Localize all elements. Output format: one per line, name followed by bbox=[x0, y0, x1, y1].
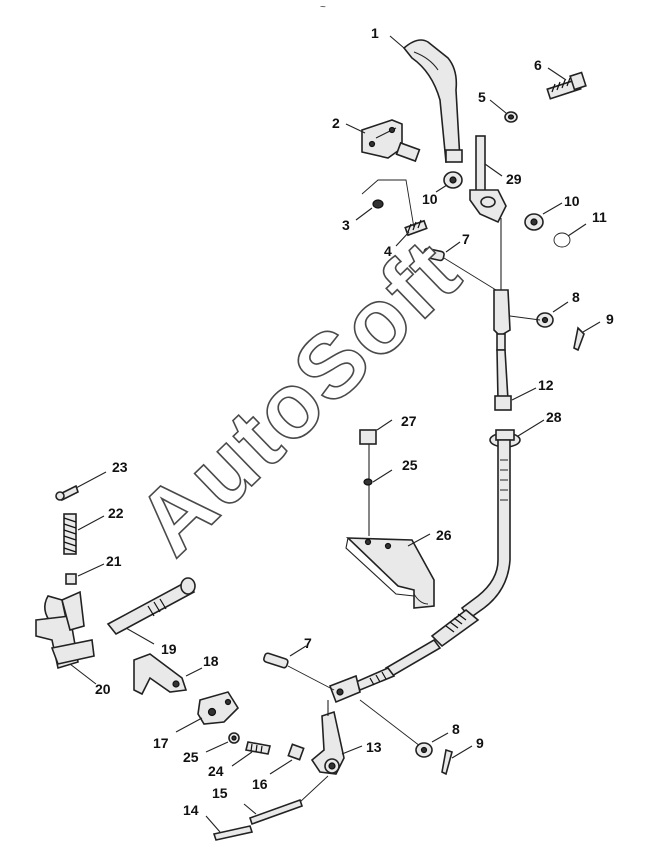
callout-15: 15 bbox=[212, 785, 228, 801]
pivot-rod bbox=[469, 135, 507, 224]
shift-cable bbox=[354, 349, 521, 692]
callout-5: 5 bbox=[478, 89, 486, 105]
nut-25-lower bbox=[228, 732, 240, 744]
callout-1: 1 bbox=[371, 25, 379, 41]
screw-23 bbox=[55, 484, 79, 502]
callout-12: 12 bbox=[538, 377, 554, 393]
nut-3 bbox=[372, 199, 384, 209]
washer-10b bbox=[524, 213, 544, 231]
callout-13: 13 bbox=[366, 739, 382, 755]
callout-11: 11 bbox=[592, 209, 607, 225]
mount-bracket bbox=[361, 119, 421, 163]
callout-16: 16 bbox=[252, 776, 268, 792]
spring-22 bbox=[63, 513, 77, 555]
lower-clevis bbox=[328, 674, 361, 704]
pin-15 bbox=[248, 798, 304, 826]
callout-3: 3 bbox=[342, 217, 350, 233]
nut-5 bbox=[504, 111, 518, 123]
washer-8-lower bbox=[415, 742, 433, 758]
callout-8b: 8 bbox=[452, 721, 460, 737]
callout-10a: 10 bbox=[422, 191, 438, 207]
callout-17: 17 bbox=[153, 735, 169, 751]
bolt-24 bbox=[245, 741, 271, 755]
lever-arm-18 bbox=[133, 653, 188, 696]
bracket-26 bbox=[345, 429, 435, 609]
shift-lever bbox=[402, 39, 463, 163]
shaft-19 bbox=[106, 577, 196, 636]
callout-8a: 8 bbox=[572, 289, 580, 305]
pin-7-top bbox=[422, 247, 445, 262]
washer-10a bbox=[443, 171, 463, 189]
bolt-6 bbox=[546, 71, 587, 100]
cotter-pin-9-top bbox=[573, 326, 585, 352]
callout-19: 19 bbox=[161, 641, 177, 657]
callout-2: 2 bbox=[332, 115, 340, 131]
top-mark: ~ bbox=[320, 2, 326, 13]
callout-20: 20 bbox=[95, 681, 111, 697]
callout-25a: 25 bbox=[402, 457, 418, 473]
upper-clevis bbox=[493, 218, 511, 351]
callout-7b: 7 bbox=[304, 635, 312, 651]
callout-labels: 1 2 3 4 5 6 7 8 9 10 10 11 12 13 14 15 1… bbox=[95, 25, 614, 818]
callout-4: 4 bbox=[384, 243, 392, 259]
callout-9b: 9 bbox=[476, 735, 484, 751]
callout-18: 18 bbox=[203, 653, 219, 669]
callout-22: 22 bbox=[108, 505, 124, 521]
callout-9a: 9 bbox=[606, 311, 614, 327]
plate-16 bbox=[287, 743, 305, 761]
callout-25b: 25 bbox=[183, 749, 199, 765]
callout-21: 21 bbox=[106, 553, 122, 569]
cotter-pin-9-lower bbox=[441, 748, 453, 776]
ball-21 bbox=[65, 573, 77, 585]
ring-11 bbox=[553, 232, 571, 248]
mount-17 bbox=[197, 691, 240, 725]
selector-fork-20 bbox=[35, 590, 95, 670]
callout-26: 26 bbox=[436, 527, 452, 543]
shift-arm-13 bbox=[310, 700, 345, 775]
callout-24: 24 bbox=[208, 763, 224, 779]
watermark-text: AutoSoft bbox=[118, 220, 480, 574]
callout-10b: 10 bbox=[564, 193, 580, 209]
callout-29: 29 bbox=[506, 171, 522, 187]
callout-27: 27 bbox=[401, 413, 417, 429]
pin-7-lower bbox=[263, 652, 289, 669]
bolt-14 bbox=[212, 825, 254, 841]
callout-14: 14 bbox=[183, 802, 199, 818]
callout-28: 28 bbox=[546, 409, 562, 425]
callout-6: 6 bbox=[534, 57, 542, 73]
callout-7a: 7 bbox=[462, 231, 470, 247]
callout-23: 23 bbox=[112, 459, 128, 475]
bolt-4 bbox=[404, 219, 428, 237]
